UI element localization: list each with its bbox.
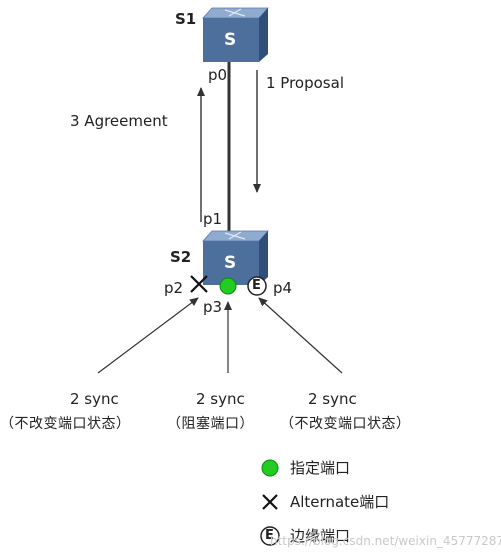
sync-middle-title: 2 sync (196, 390, 245, 408)
edge-port-letter: E (252, 278, 261, 293)
edge-port-icon (247, 276, 267, 296)
switch-s2-glyph: S (224, 253, 237, 273)
port-p0-label: p0 (208, 66, 228, 84)
switch-s1-label: S1 (175, 10, 197, 28)
watermark: https://blog.csdn.net/weixin_45777287 (270, 534, 501, 548)
sync-right-title: 2 sync (308, 390, 357, 408)
proposal-label: 1 Proposal (266, 74, 344, 92)
sync-left-desc: （不改变端口状态） (0, 416, 131, 432)
alternate-cross-icon (190, 275, 208, 293)
legend-alternate-label: Alternate端口 (290, 493, 390, 511)
sync-right-desc: （不改变端口状态） (280, 416, 411, 432)
agreement-label: 3 Agreement (70, 112, 168, 130)
legend-edge-icon (260, 526, 280, 546)
sync-left-title: 2 sync (70, 390, 119, 408)
designated-port-icon (219, 277, 237, 295)
sync-arrow-left (97, 297, 199, 374)
sync-arrow-right (258, 297, 343, 374)
switch-s1-icon (202, 7, 269, 62)
legend-cross-icon (262, 494, 278, 510)
legend-edge-label: 边缘端口 (290, 527, 351, 545)
legend-designated-label: 指定端口 (290, 459, 351, 477)
switch-s1-glyph: S (224, 30, 237, 50)
legend-edge-letter: E (265, 528, 274, 543)
sync-middle-desc: （阻塞端口） (167, 416, 254, 432)
switch-s2-label: S2 (170, 248, 192, 266)
port-p3-label: p3 (203, 298, 223, 316)
legend-designated-icon (261, 459, 279, 477)
port-p2-label: p2 (164, 279, 184, 297)
switch-s2-icon (202, 230, 269, 285)
port-p1-label: p1 (203, 210, 223, 228)
port-p4-label: p4 (273, 279, 293, 297)
